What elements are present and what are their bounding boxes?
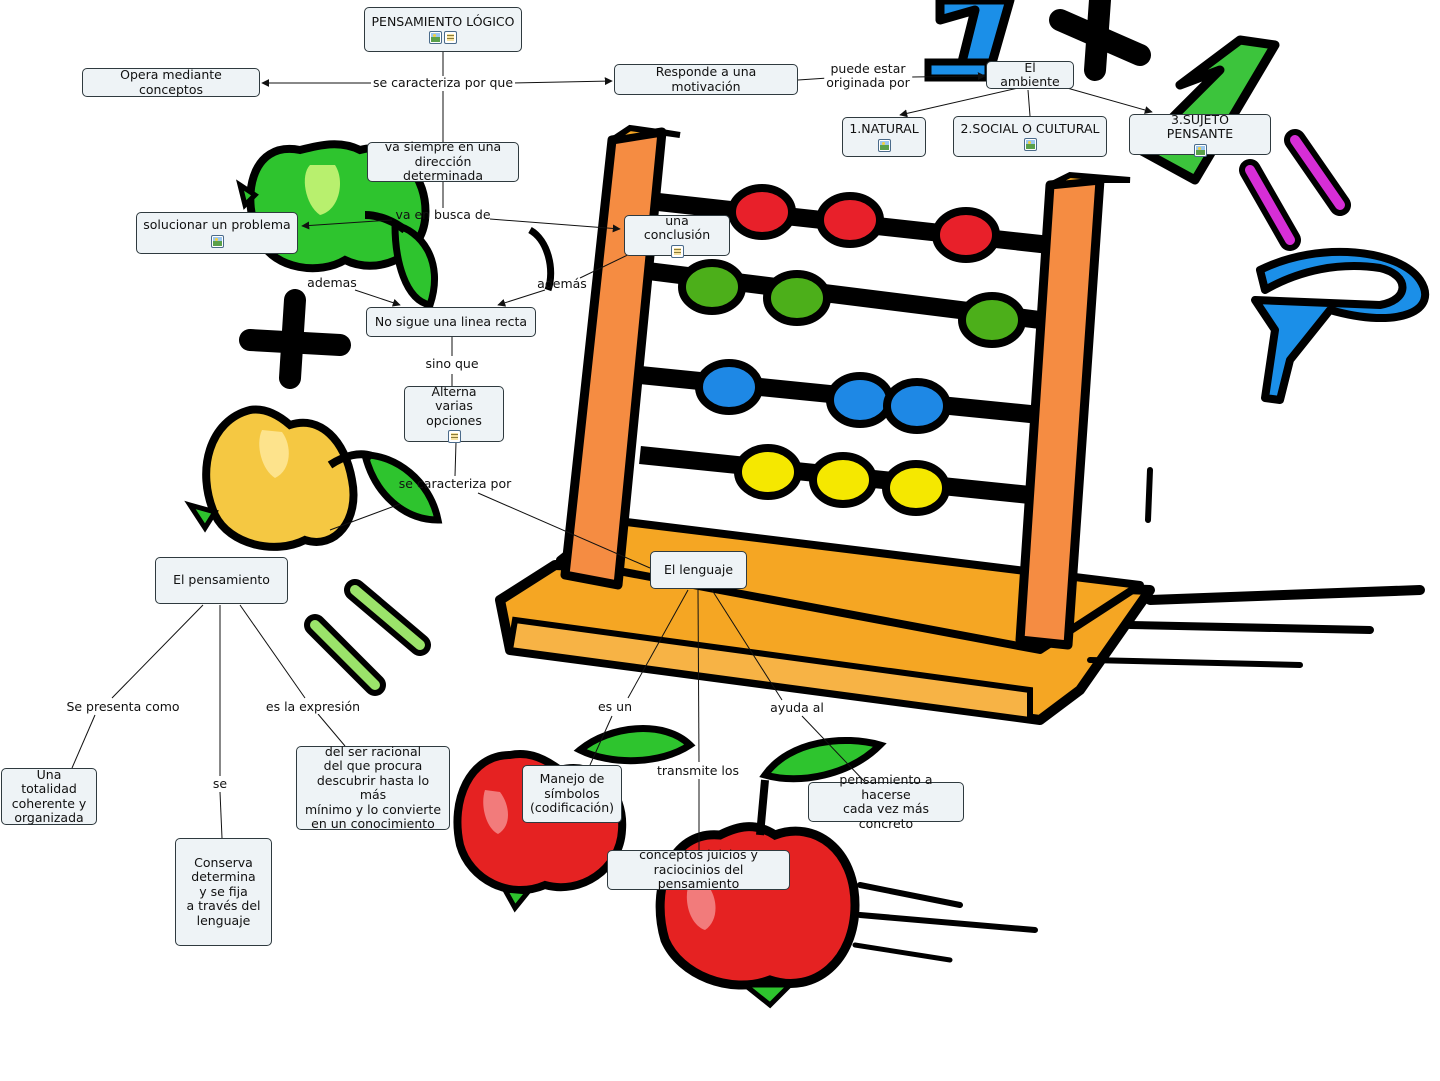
resource-icons bbox=[877, 138, 891, 152]
concept-text: solucionar un problema bbox=[143, 217, 291, 233]
concept-node-hacerse-concreto[interactable]: pensamiento a hacerse cada vez más concr… bbox=[808, 772, 964, 830]
link-label-transmite-los[interactable]: transmite los bbox=[657, 763, 739, 778]
concept-text: Alterna varias opciones bbox=[426, 383, 482, 428]
abacus-clipart bbox=[495, 124, 1155, 725]
number-two-blue-clipart bbox=[1251, 247, 1430, 404]
concept-node-social-cultural[interactable]: 2.SOCIAL O CULTURAL bbox=[953, 116, 1107, 157]
concept-text: PENSAMIENTO LÓGICO bbox=[371, 13, 515, 29]
image-resource-icon[interactable] bbox=[1023, 138, 1037, 152]
concept-node-natural[interactable]: 1.NATURAL bbox=[842, 117, 926, 157]
concept-node-sujeto-pensante[interactable]: 3.SUJETO PENSANTE bbox=[1129, 111, 1271, 157]
link-label-ademas-2[interactable]: además bbox=[537, 276, 587, 291]
number-one-blue-clipart bbox=[924, 0, 1015, 82]
concept-node-conserva-determina[interactable]: Conserva determina y se fija a través de… bbox=[175, 838, 272, 946]
concept-node-una-conclusion[interactable]: una conclusión bbox=[624, 212, 730, 258]
link-label-se-caracteriza-por[interactable]: se caracteriza por bbox=[398, 476, 512, 491]
concept-text: 2.SOCIAL O CULTURAL bbox=[960, 120, 1100, 136]
concept-node-el-ambiente[interactable]: El ambiente bbox=[986, 59, 1074, 89]
concept-node-conceptos-juicios[interactable]: conceptos juicios y raciocinios del pens… bbox=[607, 847, 790, 892]
concept-node-responde-motivacion[interactable]: Responde a una motivación bbox=[614, 64, 798, 95]
concept-text: El ambiente bbox=[1000, 59, 1060, 89]
link-label-se[interactable]: se bbox=[210, 776, 230, 791]
resource-icons bbox=[1023, 138, 1037, 152]
concept-node-no-sigue-linea-recta[interactable]: No sigue una linea recta bbox=[366, 307, 536, 337]
image-resource-icon[interactable] bbox=[877, 138, 891, 152]
link-label-se-presenta-como[interactable]: Se presenta como bbox=[64, 699, 182, 714]
concept-node-va-siempre[interactable]: va siempre en una dirección determinada bbox=[367, 139, 519, 184]
concept-text: una conclusión bbox=[643, 212, 711, 242]
concept-node-totalidad-coherente[interactable]: Una totalidad coherente y organizada bbox=[1, 766, 97, 825]
resource-icons bbox=[447, 430, 461, 444]
plus-sign-left-clipart bbox=[239, 289, 351, 389]
concept-node-el-pensamiento[interactable]: El pensamiento bbox=[155, 557, 288, 604]
document-resource-icon[interactable] bbox=[670, 244, 684, 258]
concept-text: Una totalidad coherente y organizada bbox=[11, 766, 87, 825]
concept-text: Opera mediante conceptos bbox=[120, 67, 222, 97]
link-label-puede-estar-originada-por[interactable]: puede estar originada por bbox=[824, 61, 912, 90]
resource-icons bbox=[429, 31, 457, 45]
link-label-sino-que[interactable]: sino que bbox=[423, 356, 481, 371]
concept-text: El lenguaje bbox=[663, 561, 734, 577]
resource-icons bbox=[670, 244, 684, 258]
image-resource-icon[interactable] bbox=[429, 31, 442, 45]
motion-streaks-clipart bbox=[1087, 467, 1425, 668]
concept-text: va siempre en una dirección determinada bbox=[384, 139, 502, 184]
yellow-apple-clipart bbox=[184, 405, 443, 551]
link-label-ademas-1[interactable]: ademas bbox=[307, 275, 357, 290]
concept-node-manejo-simbolos[interactable]: Manejo de símbolos (codificación) bbox=[522, 765, 622, 823]
concept-text: 1.NATURAL bbox=[849, 121, 919, 137]
concept-node-pensamiento-logico[interactable]: PENSAMIENTO LÓGICO bbox=[364, 7, 522, 52]
concept-text: El pensamiento bbox=[173, 572, 270, 588]
concept-text: del ser racional del que procura descubr… bbox=[304, 743, 442, 831]
link-label-es-un[interactable]: es un bbox=[597, 699, 633, 714]
concept-node-opera-conceptos[interactable]: Opera mediante conceptos bbox=[82, 67, 260, 97]
equals-sign-magenta-clipart bbox=[1239, 129, 1351, 251]
link-label-ayuda-al[interactable]: ayuda al bbox=[770, 700, 824, 715]
curve-mark-clipart bbox=[528, 226, 555, 292]
document-resource-icon[interactable] bbox=[444, 31, 457, 45]
concept-text: conceptos juicios y raciocinios del pens… bbox=[639, 847, 758, 892]
concept-text: pensamiento a hacerse cada vez más concr… bbox=[839, 772, 933, 831]
concept-text: 3.SUJETO PENSANTE bbox=[1166, 111, 1234, 141]
link-label-va-en-busca-de[interactable]: va en busca de bbox=[395, 207, 491, 222]
image-resource-icon[interactable] bbox=[1193, 143, 1207, 157]
link-label-se-caracteriza-por-que[interactable]: se caracteriza por que bbox=[370, 75, 516, 90]
concept-text: Conserva determina y se fija a través de… bbox=[186, 854, 261, 928]
concept-node-ser-racional[interactable]: del ser racional del que procura descubr… bbox=[296, 743, 450, 831]
concept-text: Responde a una motivación bbox=[655, 64, 757, 94]
link-label-es-la-expresion[interactable]: es la expresión bbox=[263, 699, 363, 714]
concept-text: Manejo de símbolos (codificación) bbox=[529, 771, 614, 816]
document-resource-icon[interactable] bbox=[447, 430, 461, 444]
concept-node-solucionar-problema[interactable]: solucionar un problema bbox=[136, 212, 298, 254]
image-resource-icon[interactable] bbox=[210, 234, 224, 248]
concept-text: No sigue una linea recta bbox=[374, 313, 528, 329]
resource-icons bbox=[210, 234, 224, 248]
resource-icons bbox=[1193, 143, 1207, 157]
concept-node-alterna-opciones[interactable]: Alterna varias opciones bbox=[404, 383, 504, 444]
concept-node-el-lenguaje[interactable]: El lenguaje bbox=[650, 551, 747, 589]
equals-sign-lightgreen-clipart bbox=[304, 579, 431, 696]
plus-sign-top-clipart bbox=[1049, 0, 1151, 81]
